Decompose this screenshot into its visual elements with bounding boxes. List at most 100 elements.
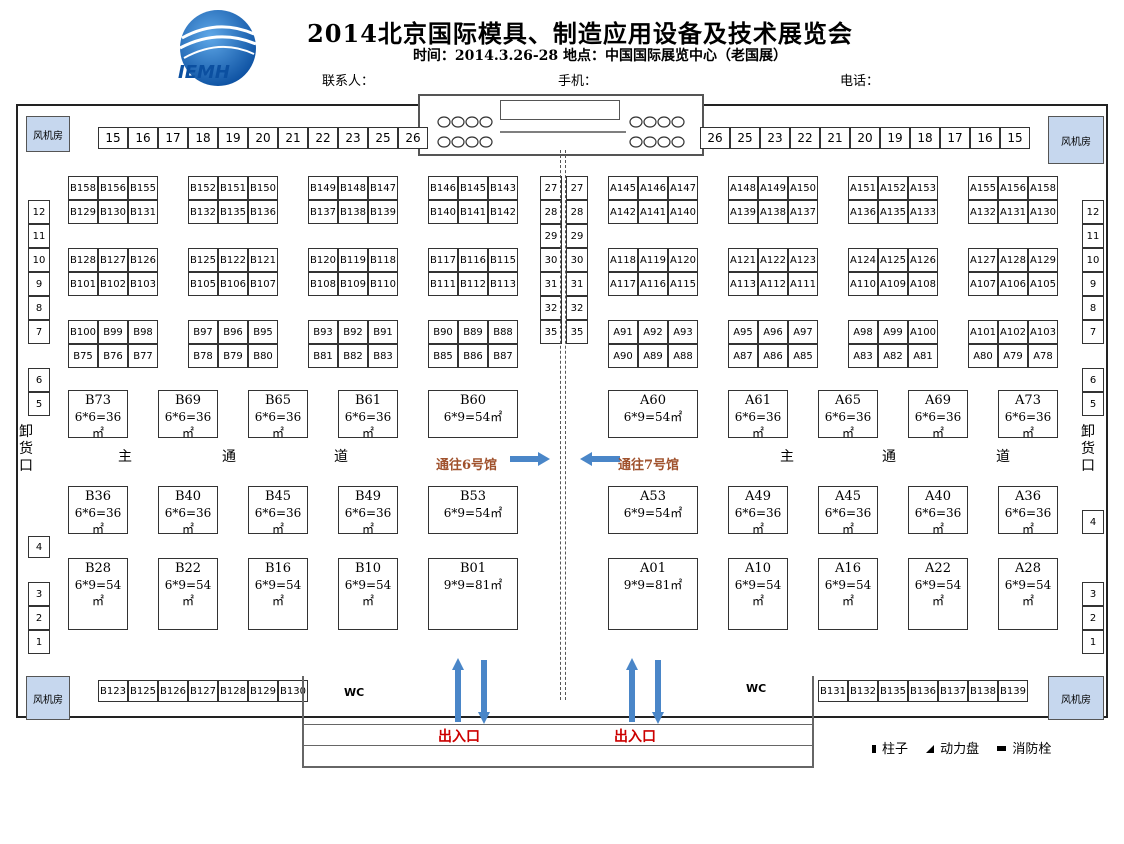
top-booth-left: 25 xyxy=(368,127,398,149)
small-booth: B156 xyxy=(98,176,128,200)
booth-unit: ㎡ xyxy=(1021,522,1034,536)
small-booth: A95 xyxy=(728,320,758,344)
booth-id: A65 xyxy=(835,393,861,408)
main-aisle-left-2: 通 xyxy=(222,449,236,465)
booth-size: 6*9=54 xyxy=(1004,578,1052,592)
top-booth-left: 20 xyxy=(248,127,278,149)
booth-size: 6*9=54㎡ xyxy=(443,410,503,424)
small-booth: A136 xyxy=(848,200,878,224)
center-booth: 35 xyxy=(540,320,562,344)
small-booth: A152 xyxy=(878,176,908,200)
page-subtitle: 时间：2014.3.26-28 地点：中国国际展览中心（老国展） xyxy=(412,48,788,64)
small-booth: B102 xyxy=(98,272,128,296)
top-booth-right: 16 xyxy=(970,127,1000,149)
left-wall-booth: 7 xyxy=(28,320,50,344)
left-wall-booth: 6 xyxy=(28,368,50,392)
booth-size: 6*6=36 xyxy=(914,410,962,424)
small-booth: A96 xyxy=(758,320,788,344)
small-booth: B113 xyxy=(488,272,518,296)
small-booth: B100 xyxy=(68,320,98,344)
small-booth: B129 xyxy=(68,200,98,224)
booth-size: 6*9=54 xyxy=(254,578,302,592)
booth-unit: ㎡ xyxy=(1021,594,1034,608)
center-booth: 27 xyxy=(566,176,588,200)
right-wall-booth: 5 xyxy=(1082,392,1104,416)
phone-label: 电话： xyxy=(840,74,880,89)
booth-size: 6*9=54 xyxy=(344,578,392,592)
small-booth: B92 xyxy=(338,320,368,344)
legend-pillar: 柱子 xyxy=(882,742,909,757)
top-booth-left: 21 xyxy=(278,127,308,149)
small-booth: B101 xyxy=(68,272,98,296)
small-booth: A142 xyxy=(608,200,638,224)
small-booth: B108 xyxy=(308,272,338,296)
booth-size: 9*9=81㎡ xyxy=(443,578,503,592)
booth-size: 9*9=81㎡ xyxy=(623,578,683,592)
right-wall-booth: 7 xyxy=(1082,320,1104,344)
small-booth: B81 xyxy=(308,344,338,368)
top-booth-right: 26 xyxy=(700,127,730,149)
bottom-booth-right: B131 xyxy=(818,680,848,702)
small-booth: A93 xyxy=(668,320,698,344)
top-booth-left: 16 xyxy=(128,127,158,149)
left-wall-booth: 10 xyxy=(28,248,50,272)
small-booth: A148 xyxy=(728,176,758,200)
unload-door-right: 卸货口 xyxy=(1081,424,1095,474)
small-booth: A130 xyxy=(1028,200,1058,224)
small-booth: A126 xyxy=(908,248,938,272)
booth-size: 6*6=36 xyxy=(254,506,302,520)
exit-arrows-left-icon xyxy=(452,658,490,724)
top-booth-right: 21 xyxy=(820,127,850,149)
small-booth: B112 xyxy=(458,272,488,296)
top-booth-right: 15 xyxy=(1000,127,1030,149)
small-booth: B120 xyxy=(308,248,338,272)
booth-id: A28 xyxy=(1015,561,1041,576)
top-booth-left: 15 xyxy=(98,127,128,149)
booth-size: 6*6=36 xyxy=(824,506,872,520)
booth-id: A49 xyxy=(745,489,771,504)
small-booth: B145 xyxy=(458,176,488,200)
contact-label: 联系人： xyxy=(322,74,375,89)
booth-size: 6*9=54㎡ xyxy=(623,410,683,424)
small-booth: A150 xyxy=(788,176,818,200)
small-booth: B127 xyxy=(98,248,128,272)
right-wall-booth: 9 xyxy=(1082,272,1104,296)
booth-size: 6*6=36 xyxy=(1004,506,1052,520)
booth-size: 6*9=54㎡ xyxy=(443,506,503,520)
small-booth: A108 xyxy=(908,272,938,296)
left-wall-booth: 3 xyxy=(28,582,50,606)
booth-id: A22 xyxy=(925,561,951,576)
booth-id: B60 xyxy=(459,393,487,408)
small-booth: A113 xyxy=(728,272,758,296)
main-aisle-left-1: 主 xyxy=(118,449,132,465)
bottom-entrance xyxy=(302,676,814,768)
small-booth: B103 xyxy=(128,272,158,296)
booth-unit: ㎡ xyxy=(361,522,374,536)
right-wall-booth: 12 xyxy=(1082,200,1104,224)
bottom-booth-left: B128 xyxy=(218,680,248,702)
small-booth: A78 xyxy=(1028,344,1058,368)
booth-id: A61 xyxy=(745,393,771,408)
small-booth: A146 xyxy=(638,176,668,200)
booth-unit: ㎡ xyxy=(751,594,764,608)
booth-size: 6*9=54 xyxy=(914,578,962,592)
booth-id: B73 xyxy=(84,393,112,408)
large-booth: A28 6*9=54 ㎡ xyxy=(998,558,1058,630)
center-booth: 27 xyxy=(540,176,562,200)
booth-id: B53 xyxy=(459,489,487,504)
booth-size: 6*6=36 xyxy=(734,506,782,520)
bottom-booth-left: B130 xyxy=(278,680,308,702)
small-booth: A85 xyxy=(788,344,818,368)
booth-id: B40 xyxy=(174,489,202,504)
top-entrance xyxy=(418,94,704,156)
left-wall-booth: 4 xyxy=(28,536,50,558)
booth-id: A53 xyxy=(640,489,666,504)
booth-unit: ㎡ xyxy=(361,426,374,440)
arrow-left-icon xyxy=(580,452,620,466)
top-booth-right: 17 xyxy=(940,127,970,149)
